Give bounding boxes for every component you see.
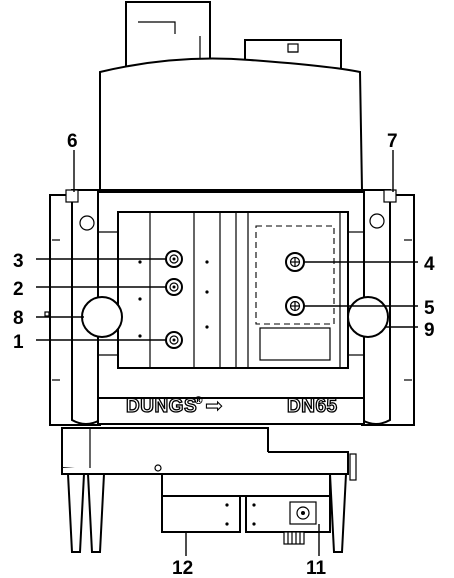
valve-body — [97, 191, 365, 425]
callout-5: 5 — [424, 298, 435, 319]
right-module — [255, 225, 335, 361]
callout-3: 3 — [13, 251, 24, 272]
callout-1: 1 — [13, 332, 24, 353]
test-point-1 — [165, 331, 183, 349]
bottom-module — [154, 464, 331, 545]
registered-mark: ® — [193, 394, 204, 407]
callout-9: 9 — [424, 320, 435, 341]
base-plate — [61, 427, 349, 475]
legs — [66, 453, 357, 553]
leaders — [36, 150, 418, 556]
flow-arrow-icon: ⇨ — [205, 394, 223, 419]
test-point-3 — [165, 250, 183, 268]
callout-4: 4 — [424, 254, 435, 275]
callout-8: 8 — [13, 308, 24, 329]
brand-band: DUNGS ® ⇨ DN65 — [125, 394, 338, 419]
right-flange — [361, 189, 415, 426]
plug-9 — [347, 296, 389, 338]
actuator-housing — [99, 57, 364, 191]
body-dots — [138, 260, 209, 338]
plug-8 — [81, 296, 123, 338]
actuator-top — [125, 1, 342, 71]
callout-11: 11 — [306, 558, 327, 578]
model-text: DN65 — [287, 396, 338, 417]
callout-6: 6 — [67, 131, 78, 152]
callouts: 3 2 8 1 4 5 9 6 7 12 11 — [13, 131, 435, 578]
test-point-2 — [165, 278, 183, 296]
callout-7: 7 — [387, 131, 398, 152]
brand-text: DUNGS — [126, 396, 197, 417]
callout-12: 12 — [172, 558, 193, 578]
callout-2: 2 — [13, 279, 24, 300]
